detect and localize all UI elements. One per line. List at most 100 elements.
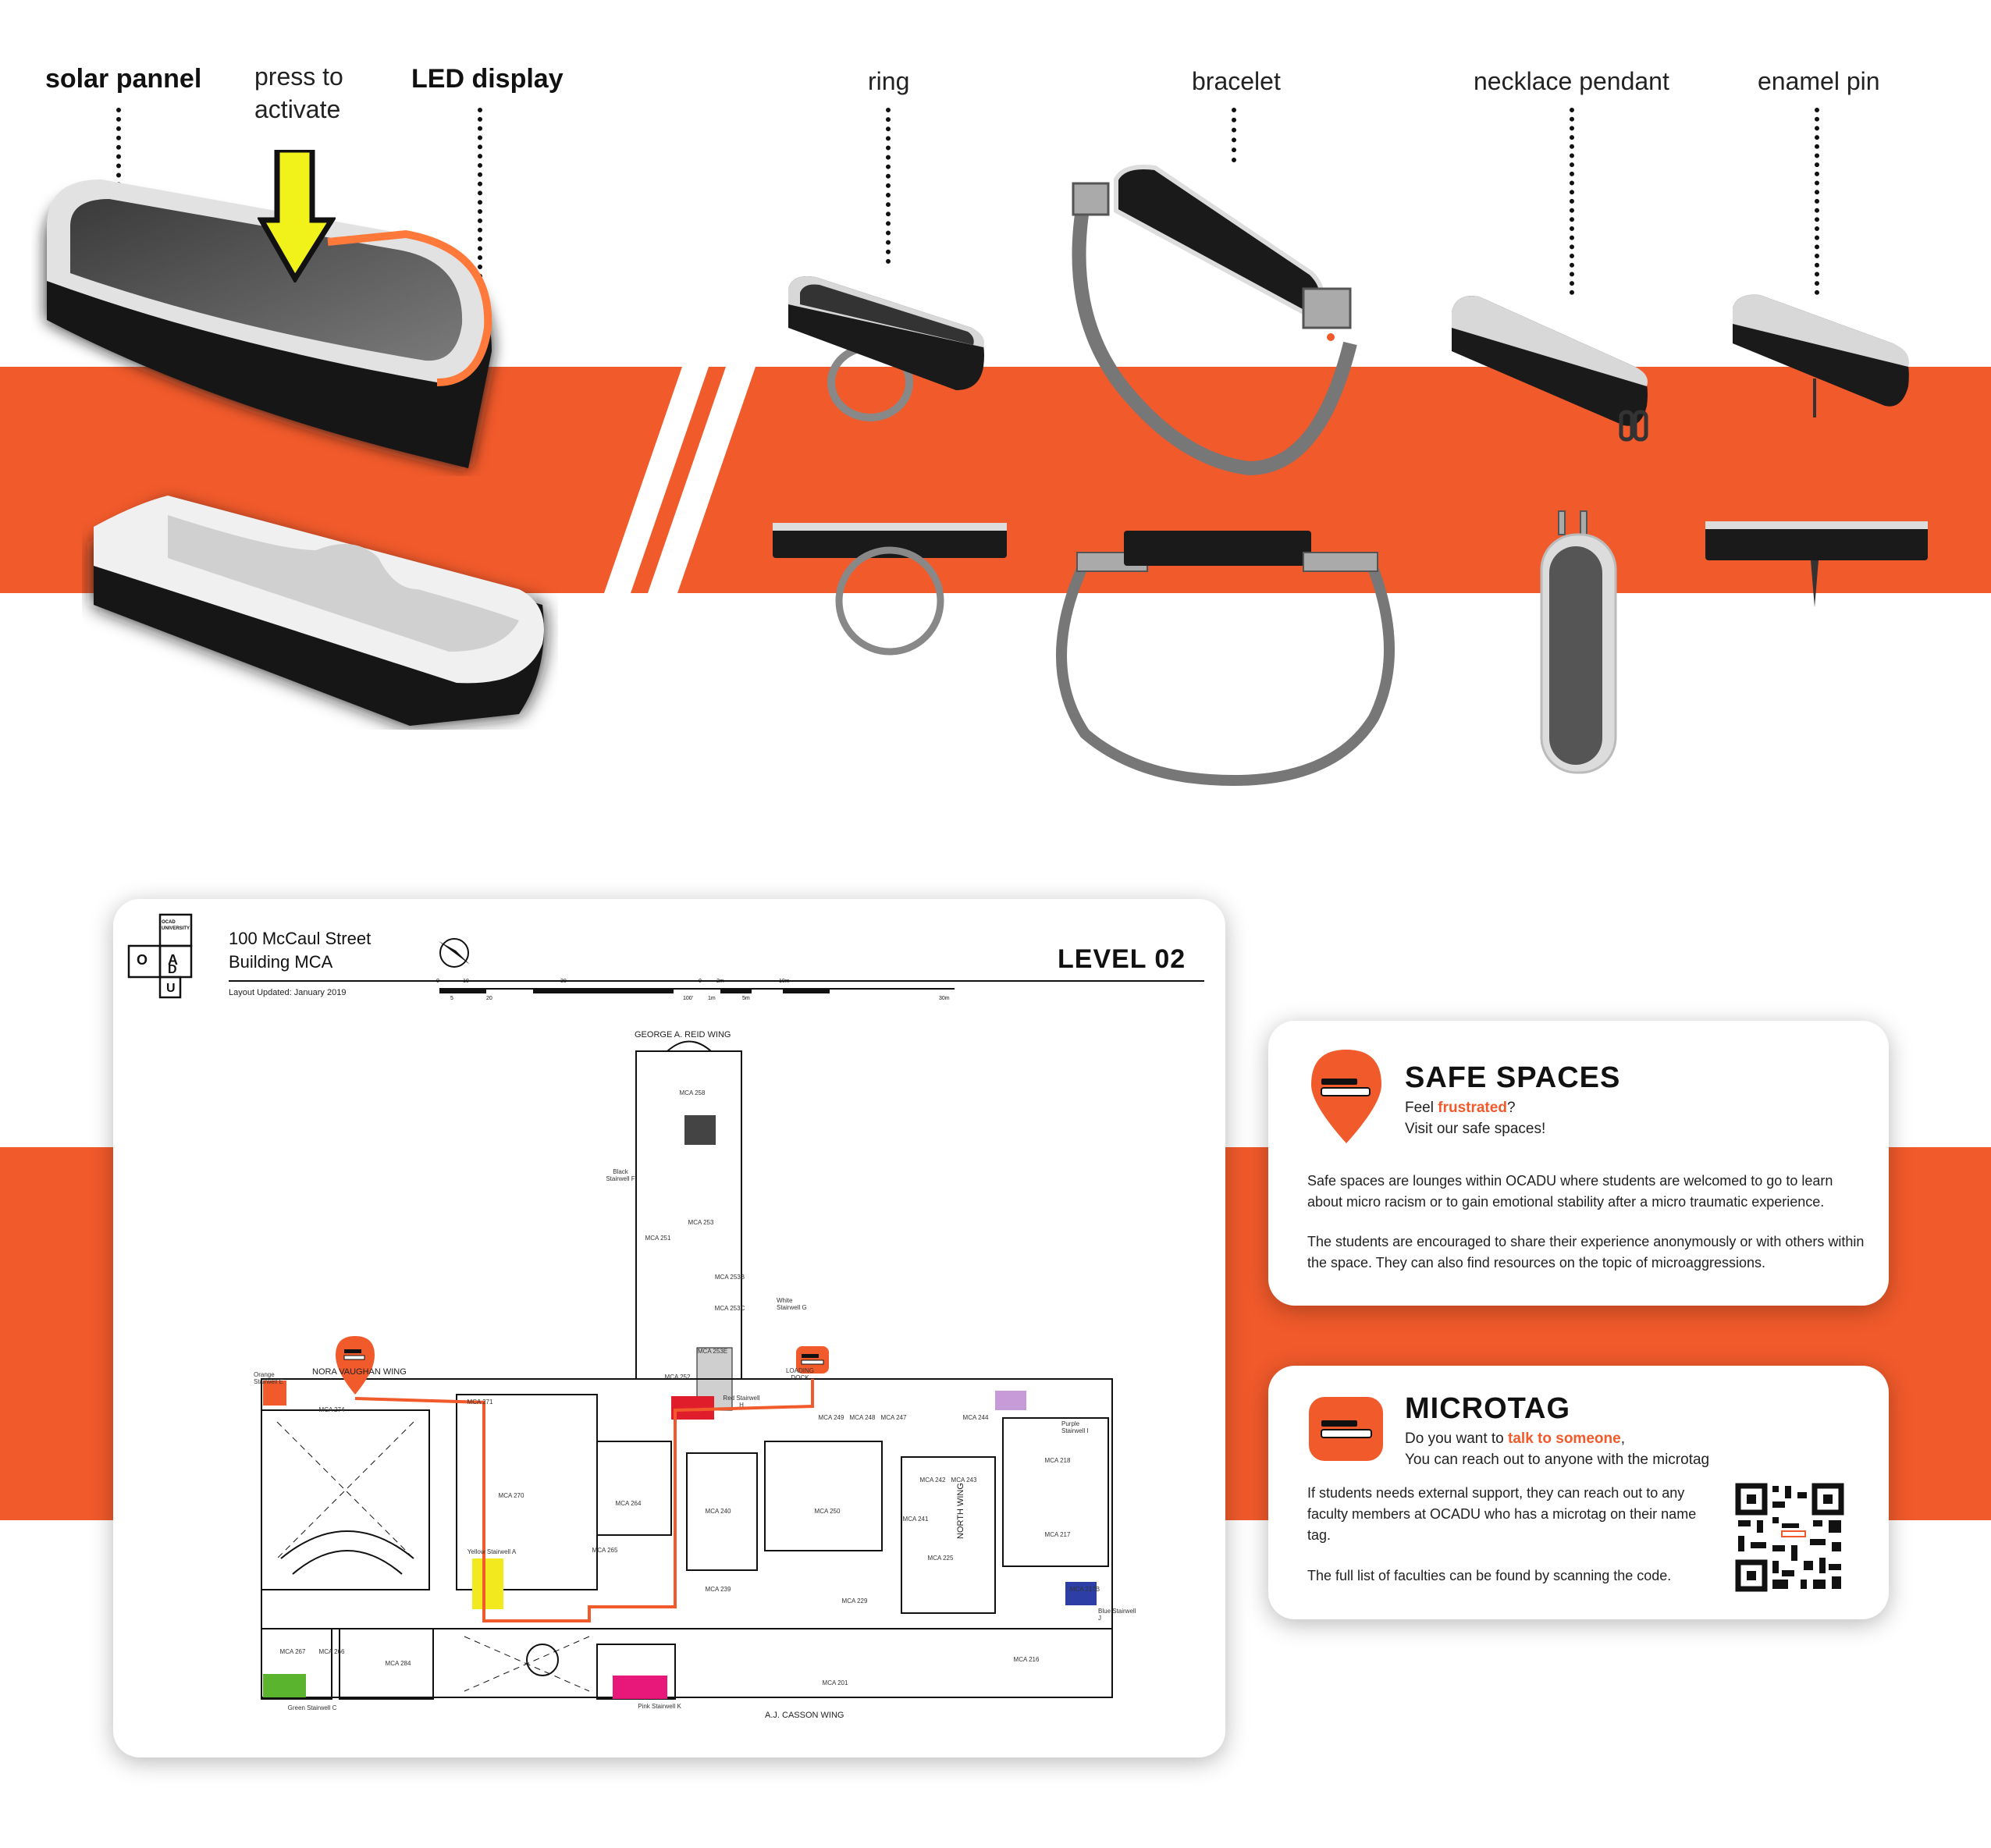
- scale-bottom-5: 30m: [939, 996, 950, 1001]
- room-label: MCA 265: [592, 1547, 618, 1554]
- loading-dock-label: LOADING DOCK: [785, 1367, 814, 1381]
- route-path: [354, 1379, 814, 1622]
- room-label: MCA 229: [841, 1597, 868, 1605]
- room-label: MCA 251: [645, 1235, 671, 1242]
- ocad-logo-mark: [127, 913, 193, 999]
- address-line-1: 100 McCaul Street: [229, 929, 372, 948]
- scale-top-1: 10: [463, 979, 469, 984]
- necklace-pendant-side-render: [1540, 510, 1617, 774]
- room-label: MCA 258: [679, 1089, 706, 1096]
- microtag-card: MICROTAG Do you want to talk to someone,…: [1268, 1366, 1889, 1619]
- room-label: MCA 252: [664, 1374, 691, 1381]
- solar-panel-label: solar pannel: [45, 64, 202, 94]
- room-label: MCA 201: [822, 1679, 848, 1686]
- compass-icon: [439, 938, 470, 968]
- enamel-pin-side-render: [1705, 521, 1928, 607]
- led-pointer-dots: [478, 108, 487, 334]
- safe-spaces-line2: Visit our safe spaces!: [1405, 1121, 1546, 1137]
- wing-south-label: A.J. CASSON WING: [765, 1711, 844, 1720]
- safe-spaces-card: SAFE SPACES Feel frustrated? Visit our s…: [1268, 1021, 1889, 1306]
- scale-bottom-0: 5: [450, 996, 453, 1001]
- microtag-paragraph-1: If students needs external support, they…: [1307, 1485, 1697, 1543]
- ring-pointer-dots: [886, 108, 895, 264]
- room-label: MCA 218: [1044, 1457, 1071, 1464]
- room-label: MCA 250: [814, 1508, 841, 1515]
- room-label: MCA 274: [318, 1406, 345, 1413]
- enamel-pin-render: [1733, 294, 1909, 418]
- stairwell-yellow-label: Yellow Stairwell A: [467, 1548, 517, 1555]
- room-label: MCA 217: [1044, 1531, 1071, 1538]
- necklace-pendant-render: [1452, 296, 1648, 442]
- microtag-device-open: [94, 496, 544, 726]
- layout-updated: Layout Updated: January 2019: [229, 988, 347, 997]
- room-label: MCA 240: [705, 1508, 731, 1515]
- room-label: MCA 242: [919, 1477, 946, 1484]
- safe-spaces-line1-suffix: ?: [1506, 1100, 1516, 1116]
- microtag-line2: You can reach out to anyone with the mic…: [1405, 1452, 1710, 1468]
- ring-side-render: [773, 523, 1007, 656]
- wing-west-label: NORA VAUGHAN WING: [312, 1367, 407, 1377]
- floor-plan: [261, 1040, 1113, 1700]
- room-label: MCA 253B: [714, 1274, 745, 1281]
- scale-top-5: 10m: [779, 979, 790, 984]
- purple-stairwell-marker: [995, 1391, 1026, 1410]
- room-label: MCA 266: [318, 1648, 345, 1655]
- press-label-line1: press to: [254, 62, 343, 91]
- pin-pointer-dots: [1815, 108, 1824, 295]
- room-label: MCA 253: [688, 1219, 714, 1226]
- logo-letter-d: D: [168, 963, 177, 976]
- safe-spaces-title: SAFE SPACES: [1405, 1061, 1621, 1094]
- safe-spaces-subtitle: Feel frustrated? Visit our safe spaces!: [1405, 1097, 1545, 1139]
- scale-bottom-3: 1m: [708, 996, 716, 1001]
- room-label: MCA 247: [880, 1414, 907, 1421]
- green-stairwell-marker: [263, 1674, 306, 1697]
- scale-bottom-1: 20: [486, 996, 492, 1001]
- room-label: MCA 243: [951, 1477, 977, 1484]
- microtag-line1-prefix: Do you want to: [1405, 1430, 1509, 1447]
- stairwell-black-label: Black Stairwell F: [606, 1168, 635, 1182]
- scale-bottom-2: 100': [683, 996, 694, 1001]
- bracelet-pointer-dots: [1232, 108, 1241, 162]
- microtag-subtitle: Do you want to talk to someone, You can …: [1405, 1428, 1709, 1470]
- room-label: MCA 225: [927, 1555, 954, 1562]
- press-arrow-icon: [258, 150, 336, 283]
- ocad-logo: O C A D U OCAD UNIVERSITY: [127, 913, 213, 999]
- bracelet-side-render: [1056, 531, 1406, 787]
- header-rule: [229, 980, 1204, 982]
- pendant-pointer-dots: [1570, 108, 1579, 295]
- wing-east-label: NORTH WING: [956, 1483, 965, 1539]
- room-label: MCA 264: [615, 1500, 642, 1507]
- address-line-2: Building MCA: [229, 952, 333, 972]
- necklace-pendant-label: necklace pendant: [1474, 67, 1669, 95]
- wing-north-label: GEORGE A. REID WING: [635, 1030, 731, 1040]
- microtag-line1-suffix: ,: [1620, 1430, 1625, 1447]
- bracelet-render: [1072, 165, 1357, 476]
- logo-caption: OCAD UNIVERSITY: [162, 920, 190, 931]
- stairwell-orange-label: Orange Stairwell E: [254, 1371, 283, 1385]
- orange-stairwell-marker: [263, 1381, 286, 1406]
- press-label-line2: activate: [254, 95, 341, 123]
- stairwell-pink-label: Pink Stairwell K: [638, 1703, 681, 1710]
- bracelet-label: bracelet: [1192, 67, 1281, 95]
- room-label: MCA 271: [467, 1398, 493, 1406]
- qr-code-icon[interactable]: [1735, 1483, 1844, 1592]
- microtag-icon: [1309, 1397, 1383, 1461]
- room-label: MCA 270: [498, 1492, 524, 1499]
- room-label: MCA 244: [962, 1414, 989, 1421]
- pink-stairwell-marker: [613, 1676, 667, 1699]
- room-label: MCA 239: [705, 1586, 731, 1593]
- safe-space-pin-icon: [336, 1336, 375, 1395]
- room-label: MCA 284: [385, 1660, 411, 1667]
- safe-spaces-highlight: frustrated: [1438, 1100, 1507, 1116]
- scale-bar: [439, 988, 955, 996]
- logo-letter-u: U: [166, 982, 176, 995]
- microtag-title: MICROTAG: [1405, 1392, 1571, 1425]
- yellow-stairwell-marker: [472, 1558, 503, 1609]
- room-label: MCA 249: [818, 1414, 844, 1421]
- stairwell-purple-label: Purple Stairwell I: [1061, 1420, 1089, 1434]
- stairwell-blue-label: Blue Stairwell J: [1098, 1608, 1136, 1622]
- room-label: MCA 248: [849, 1414, 876, 1421]
- logo-letter-a: A: [168, 952, 178, 968]
- room-label: MCA 216: [1013, 1656, 1040, 1663]
- scale-bottom-4: 5m: [742, 996, 750, 1001]
